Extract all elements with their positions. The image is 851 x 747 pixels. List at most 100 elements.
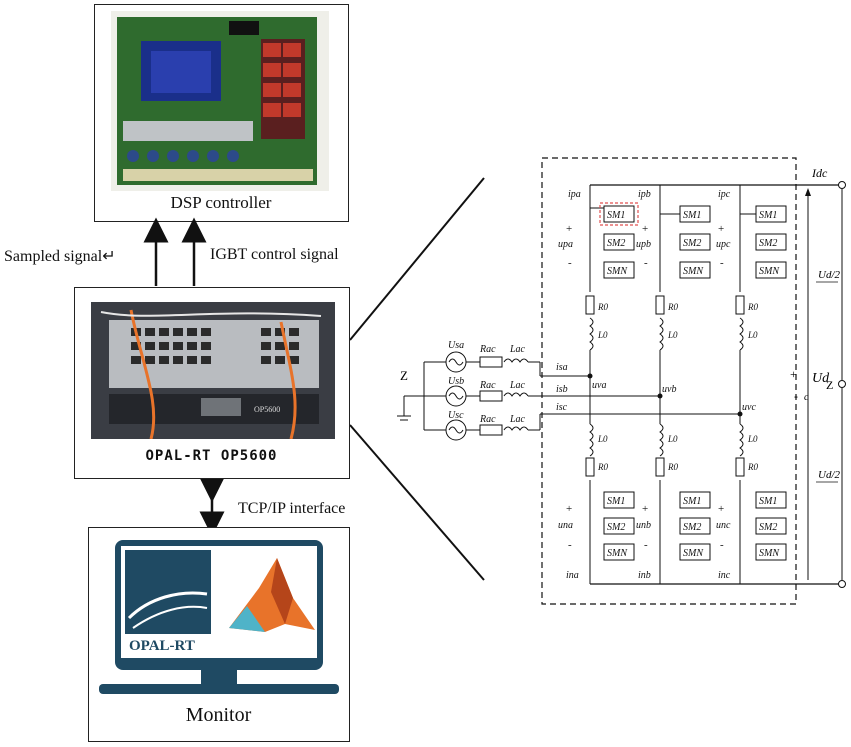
sm-b-lo-n: SMN xyxy=(683,548,704,559)
rac-label-b: Rac xyxy=(479,380,496,391)
plus-up-c: + xyxy=(718,223,724,235)
ud-label: Ud xyxy=(812,371,830,386)
r0-upper-a xyxy=(585,295,595,315)
in-label-a: ina xyxy=(566,570,579,581)
l0-upper-a xyxy=(589,317,594,351)
l0-lower-a xyxy=(589,423,594,457)
plus-lo-a: + xyxy=(566,503,572,515)
z-left-label: Z xyxy=(400,368,408,383)
dsp-board-photo xyxy=(111,11,329,191)
source-label-a: Usa xyxy=(448,340,464,351)
minus-lo-b: - xyxy=(644,539,648,551)
zoom-line-bottom xyxy=(349,424,485,581)
z-mid-label: Z xyxy=(826,378,833,392)
sm-a-up-2: SM2 xyxy=(607,238,625,249)
ud-plus: + xyxy=(790,367,797,381)
monitor-icon: OPAL-RT xyxy=(99,540,339,694)
sm-a-lo-2: SM2 xyxy=(607,522,625,533)
l0-label-upper-c: L0 xyxy=(747,330,758,340)
un-label-a: una xyxy=(558,520,573,531)
sampled-signal-label: Sampled signal↵ xyxy=(4,248,116,265)
l0-upper-c xyxy=(739,317,744,351)
rac-b xyxy=(479,390,503,402)
rac-label-c: Rac xyxy=(479,414,496,425)
sm-c-lo-n: SMN xyxy=(759,548,780,559)
opal-rt-label: OPAL-RT OP5600 xyxy=(145,448,278,464)
plus-up-b: + xyxy=(642,223,648,235)
lower-arm-b xyxy=(659,480,711,561)
sm-c-up-1: SM1 xyxy=(759,210,777,221)
l0-label-lower-a: L0 xyxy=(597,434,608,444)
minus-up-b: - xyxy=(644,257,648,269)
idc-label: Idc xyxy=(811,166,828,180)
ip-label-b: ipb xyxy=(638,189,651,200)
l0-label-upper-b: L0 xyxy=(667,330,678,340)
ud-minus: - xyxy=(794,389,798,403)
sm-a-lo-1: SM1 xyxy=(607,496,625,507)
ip-label-c: ipc xyxy=(718,189,731,200)
ip-label-a: ipa xyxy=(568,189,581,200)
r0-label-lower-a: R0 xyxy=(597,462,608,472)
sm-b-lo-2: SM2 xyxy=(683,522,701,533)
minus-lo-a: - xyxy=(568,539,572,551)
l0-label-lower-b: L0 xyxy=(667,434,678,444)
sm-b-lo-1: SM1 xyxy=(683,496,701,507)
zoom-line-top xyxy=(349,177,485,341)
rac-label-a: Rac xyxy=(479,344,496,355)
lac-label-a: Lac xyxy=(509,344,526,355)
dc-terminal-bot xyxy=(838,580,846,588)
is-label-b: isb xyxy=(556,384,568,395)
up-label-c: upc xyxy=(716,239,731,250)
plus-up-a: + xyxy=(566,223,572,235)
is-label-c: isc xyxy=(556,402,568,413)
r0-label-upper-b: R0 xyxy=(667,302,678,312)
dsp-controller-label: DSP controller xyxy=(170,193,272,212)
minus-lo-c: - xyxy=(720,539,724,551)
lac-label-c: Lac xyxy=(509,414,526,425)
in-label-c: inc xyxy=(718,570,731,581)
ud-sub-label: c xyxy=(804,392,809,403)
upper-arm-c xyxy=(739,205,787,292)
lower-arm-c xyxy=(739,480,787,561)
source-label-b: Usb xyxy=(448,376,464,387)
rac-a xyxy=(479,356,503,368)
dsp-controller-box: DSP controller xyxy=(94,4,349,222)
rac-c xyxy=(479,424,503,436)
r0-lower-c xyxy=(735,457,745,477)
un-label-c: unc xyxy=(716,520,731,531)
in-label-b: inb xyxy=(638,570,651,581)
r0-upper-b xyxy=(655,295,665,315)
l0-upper-b xyxy=(659,317,664,351)
uv-label-c: uvc xyxy=(742,402,756,413)
monitor-logo-text: OPAL-RT xyxy=(129,638,195,654)
minus-up-a: - xyxy=(568,257,572,269)
sm-c-up-2: SM2 xyxy=(759,238,777,249)
tcp-ip-interface-label: TCP/IP interface xyxy=(238,500,346,517)
is-label-a: isa xyxy=(556,362,568,373)
l0-label-lower-c: L0 xyxy=(747,434,758,444)
circuit-dashed-frame xyxy=(541,157,797,605)
sm-b-up-1: SM1 xyxy=(683,210,701,221)
opal-rt-box: OP5600 OPAL-RT OP5600 xyxy=(74,287,350,479)
sm-b-up-2: SM2 xyxy=(683,238,701,249)
upper-arm-a xyxy=(589,205,635,292)
half-bot-label: Ud/2 xyxy=(818,469,841,481)
r0-label-upper-c: R0 xyxy=(747,302,758,312)
sm-c-up-n: SMN xyxy=(759,266,780,277)
upper-arm-b xyxy=(659,205,711,292)
dc-terminal-top xyxy=(838,181,846,189)
plus-lo-c: + xyxy=(718,503,724,515)
l0-label-upper-a: L0 xyxy=(597,330,608,340)
l0-lower-c xyxy=(739,423,744,457)
lower-arm-a xyxy=(589,480,635,561)
r0-lower-a xyxy=(585,457,595,477)
monitor-box: OPAL-RT Monitor xyxy=(88,527,350,742)
l0-lower-b xyxy=(659,423,664,457)
up-label-a: upa xyxy=(558,239,573,250)
sm-a-up-1: SM1 xyxy=(607,210,625,221)
lac-label-b: Lac xyxy=(509,380,526,391)
half-top-label: Ud/2 xyxy=(818,269,841,281)
plus-lo-b: + xyxy=(642,503,648,515)
sm-c-lo-2: SM2 xyxy=(759,522,777,533)
